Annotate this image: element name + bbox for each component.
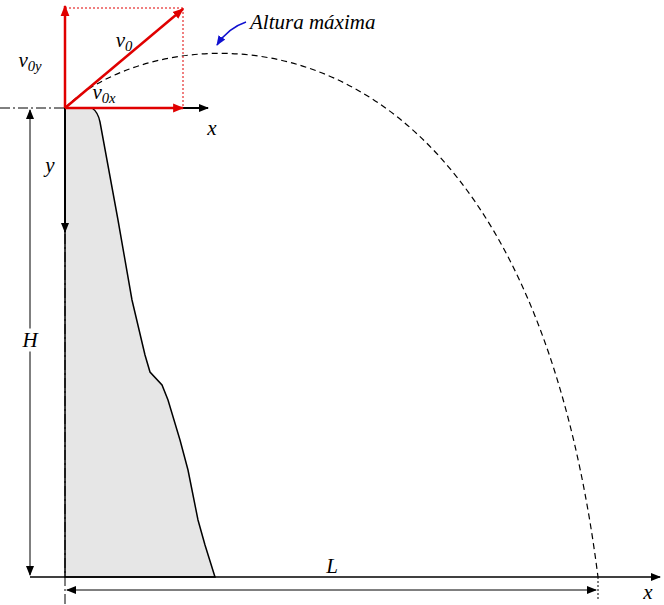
leader-arrow xyxy=(217,22,246,45)
axis-label: x xyxy=(207,118,216,139)
axis-label: x xyxy=(643,582,652,603)
cliff xyxy=(65,108,215,577)
axis-label: y xyxy=(45,155,54,176)
velocity-vector xyxy=(65,9,183,108)
component-guide xyxy=(65,8,183,9)
vector-label: v0 xyxy=(116,30,133,53)
velocity-vector xyxy=(64,6,67,108)
reference-line xyxy=(65,108,66,605)
velocity-vector xyxy=(65,107,183,110)
vector-label: v0y xyxy=(18,50,41,73)
callout-label: Altura máxima xyxy=(250,12,375,33)
dimension-line xyxy=(67,590,596,591)
dimension-label: L xyxy=(326,556,338,577)
vector-label: v0x xyxy=(92,82,115,105)
ground-axis xyxy=(30,576,660,578)
extension-line xyxy=(598,577,599,600)
component-guide xyxy=(183,8,184,108)
trajectory xyxy=(65,53,598,577)
dimension-label: H xyxy=(20,329,39,352)
reference-line xyxy=(0,108,65,109)
x-axis xyxy=(65,107,208,109)
y-axis xyxy=(64,108,66,232)
